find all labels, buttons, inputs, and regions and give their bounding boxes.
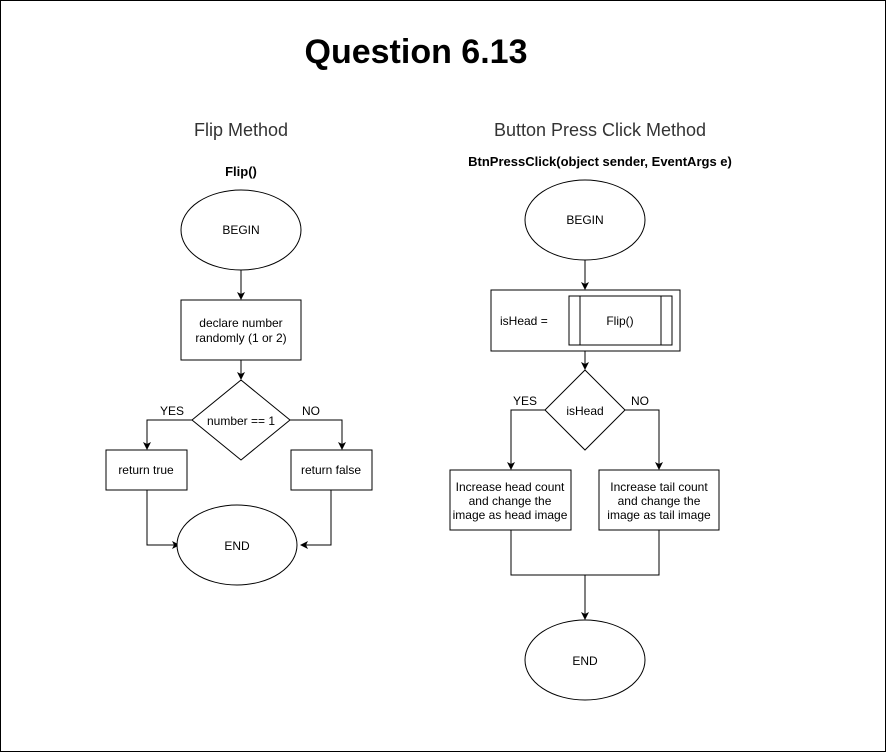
flip-yes-label: YES: [160, 404, 184, 418]
click-edge-no: [625, 409, 663, 470]
click-decision-label: isHead: [566, 404, 603, 418]
flip-return-false-label: return false: [301, 463, 361, 477]
click-end-label: END: [572, 654, 598, 668]
flip-return-true-label: return true: [118, 463, 174, 477]
flip-method-heading: Flip Method: [194, 120, 288, 140]
click-head-process: [449, 469, 572, 531]
click-tail-process: [598, 469, 720, 531]
page-title: Question 6.13: [305, 33, 528, 71]
flip-return-false-process: [290, 449, 373, 491]
flip-begin-label: BEGIN: [222, 223, 259, 237]
click-begin-label: BEGIN: [566, 213, 603, 227]
click-subprocess: [568, 295, 673, 346]
click-method-signature: BtnPressClick(object sender, EventArgs e…: [468, 154, 732, 169]
flip-declare-label-line1: declare number: [199, 316, 282, 330]
flip-declare-label-line2: randomly (1 or 2): [195, 331, 286, 345]
click-subprocess-label: Flip(): [606, 314, 633, 328]
click-tail-label-line1: Increase tail count: [610, 480, 708, 494]
click-assign-label: isHead =: [500, 314, 548, 328]
click-yes-label: YES: [513, 394, 537, 408]
click-no-label: NO: [631, 394, 649, 408]
flip-end-label: END: [224, 539, 250, 553]
flip-edge-yes: [143, 419, 192, 450]
click-head-label-line1: Increase head count: [456, 480, 565, 494]
flip-decision: [191, 379, 291, 461]
click-head-label-line2: and change the: [469, 494, 552, 508]
flip-end-terminator: [176, 504, 298, 586]
click-method-heading: Button Press Click Method: [494, 120, 706, 140]
click-tail-label-line2: and change the: [618, 494, 701, 508]
flip-no-label: NO: [302, 404, 320, 418]
click-edge-yes: [507, 409, 545, 470]
flip-decision-label: number == 1: [207, 414, 275, 428]
click-end-terminator: [524, 619, 646, 701]
flip-edge-no: [290, 419, 346, 450]
flip-edge-true-to-end: [146, 490, 180, 549]
click-decision: [544, 369, 626, 451]
click-tail-label-line3: image as tail image: [607, 508, 711, 522]
flip-method-signature: Flip(): [225, 164, 257, 179]
click-head-label-line3: image as head image: [453, 508, 568, 522]
flip-declare-process: [180, 299, 302, 361]
flip-edge-false-to-end: [300, 490, 332, 549]
